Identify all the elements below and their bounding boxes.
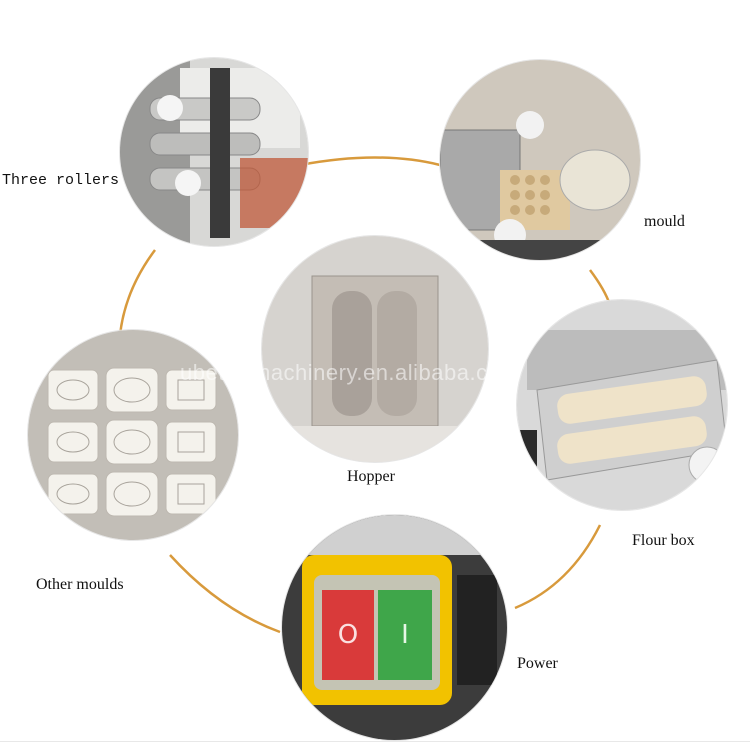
label-power: Power — [517, 655, 558, 672]
watermark: ubettermachinery.en.alibaba.com — [180, 360, 520, 385]
on-symbol: I — [401, 620, 409, 650]
mould-photo — [440, 60, 640, 260]
arc-right-top — [588, 269, 612, 306]
label-mould: mould — [644, 213, 685, 230]
arc-top — [299, 156, 441, 167]
label-flour-box: Flour box — [632, 532, 695, 549]
label-hopper: Hopper — [347, 468, 395, 485]
label-other-moulds: Other moulds — [36, 576, 124, 593]
other-moulds-photo — [28, 330, 238, 540]
arc-left-bottom — [169, 554, 281, 634]
arc-right-bottom — [514, 524, 602, 610]
flour-box-photo — [517, 300, 727, 510]
divider — [0, 741, 750, 742]
arc-left-top — [118, 249, 157, 336]
off-symbol: O — [338, 620, 358, 650]
power-switch-photo: O I — [282, 515, 507, 740]
label-three-rollers: Three rollers — [2, 172, 120, 189]
three-rollers-photo — [120, 58, 308, 246]
hopper-photo — [262, 236, 488, 462]
